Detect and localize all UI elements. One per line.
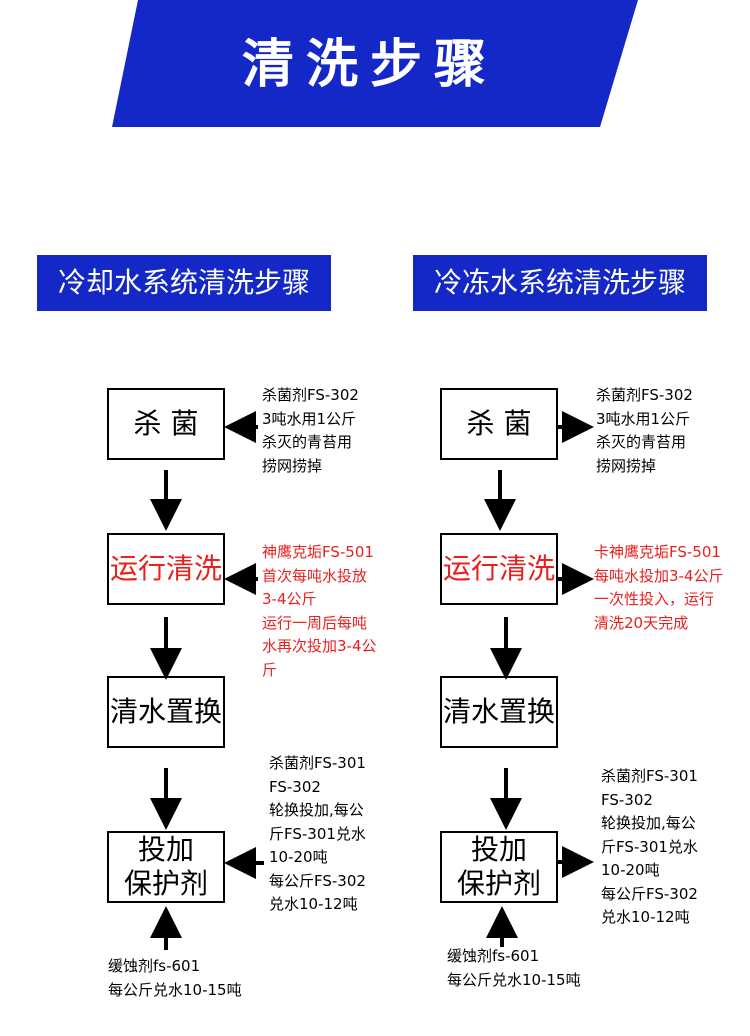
right-note-protectant: 杀菌剂FS-301 FS-302 轮换投加,每公 斤FS-301兑水 10-20… (601, 767, 698, 926)
right-section-title: 冷冻水系统清洗步骤 (413, 255, 707, 311)
right-note-cleaning: 卡神鹰克垢FS-501 每吨水投加3-4公斤 一次性投入，运行 清洗20天完成 (594, 543, 724, 632)
right-step-cleaning: 运行清洗 (440, 533, 558, 605)
left-section-title: 冷却水系统清洗步骤 (37, 255, 331, 311)
banner-background (112, 0, 638, 127)
right-step-sterilize: 杀 菌 (440, 388, 558, 460)
right-step-water-replace: 清水置换 (440, 676, 558, 748)
right-note-sterilize: 杀菌剂FS-302 3吨水用1公斤 杀灭的青苔用 捞网捞掉 (596, 386, 693, 475)
left-note-inhibitor: 缓蚀剂fs-601 每公斤兑水10-15吨 (108, 957, 242, 999)
left-note-cleaning: 神鹰克垢FS-501 首次每吨水投放 3-4公斤 运行一周后每吨 水再次投加3-… (262, 543, 377, 679)
left-step-water-replace: 清水置换 (107, 676, 225, 748)
right-step-protectant: 投加 保护剂 (440, 831, 558, 903)
left-step-protectant: 投加 保护剂 (107, 831, 225, 903)
left-step-sterilize: 杀 菌 (107, 388, 225, 460)
right-note-inhibitor: 缓蚀剂fs-601 每公斤兑水10-15吨 (447, 947, 581, 989)
left-note-protectant: 杀菌剂FS-301 FS-302 轮换投加,每公 斤FS-301兑水 10-20… (269, 754, 366, 913)
page-title: 清洗步骤 (241, 35, 498, 95)
left-step-cleaning: 运行清洗 (107, 533, 225, 605)
title-banner: 清洗步骤 (0, 0, 750, 140)
left-note-sterilize: 杀菌剂FS-302 3吨水用1公斤 杀灭的青苔用 捞网捞掉 (262, 386, 359, 475)
